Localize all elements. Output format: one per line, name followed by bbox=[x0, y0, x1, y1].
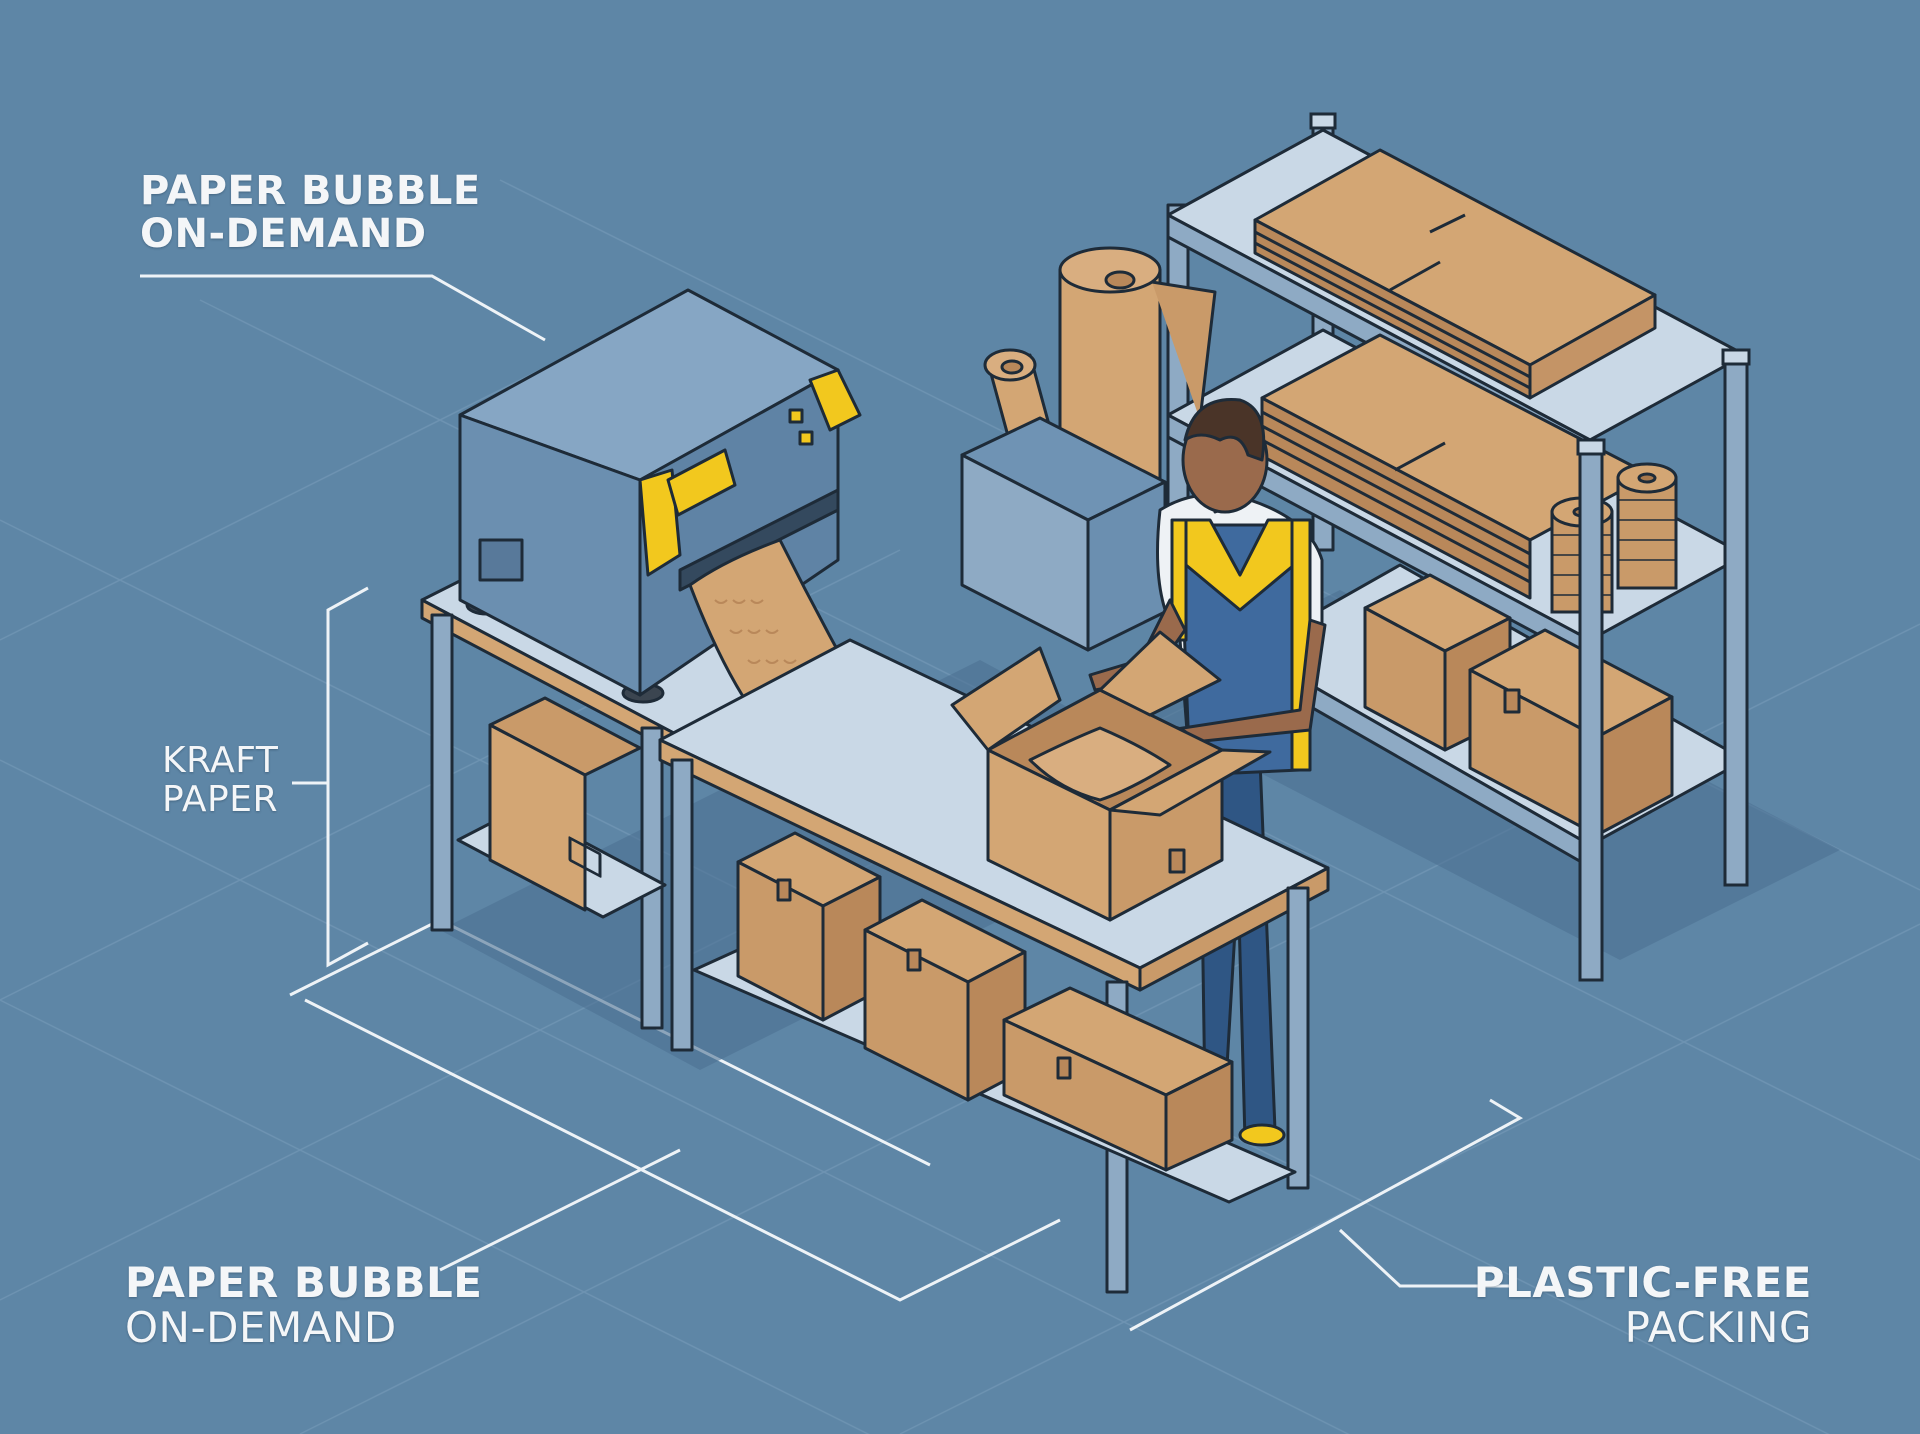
callout-subtitle: PACKING bbox=[1624, 1303, 1812, 1353]
callout-title: PLASTIC-FREE bbox=[1473, 1258, 1812, 1307]
callout-kraft-paper: KRAFT PAPER bbox=[162, 740, 279, 820]
callout-title: PAPER BUBBLE bbox=[140, 168, 481, 214]
callout-paper-bubble-bottom: PAPER BUBBLE ON-DEMAND bbox=[125, 1260, 482, 1351]
shipping-boxes-shelf bbox=[1363, 573, 1674, 837]
shipping-boxes-bench bbox=[736, 831, 1234, 1172]
callout-title: KRAFT bbox=[162, 740, 279, 781]
callout-subtitle: ON-DEMAND bbox=[125, 1303, 397, 1353]
callout-paper-bubble-top: PAPER BUBBLE ON-DEMAND bbox=[140, 168, 481, 258]
paper-bubble-machine bbox=[458, 288, 862, 704]
stacked-cardboard bbox=[1253, 148, 1657, 600]
shelf-front-posts bbox=[1309, 112, 1751, 982]
callout-title: PAPER BUBBLE bbox=[125, 1258, 483, 1307]
callout-subtitle: PAPER bbox=[162, 778, 279, 820]
open-box bbox=[950, 630, 1272, 922]
worker bbox=[1088, 398, 1327, 1147]
paper-roll-bin bbox=[960, 246, 1217, 652]
callout-plastic-free: PLASTIC-FREE PACKING bbox=[1474, 1260, 1812, 1351]
callout-subtitle: ON-DEMAND bbox=[140, 211, 427, 258]
